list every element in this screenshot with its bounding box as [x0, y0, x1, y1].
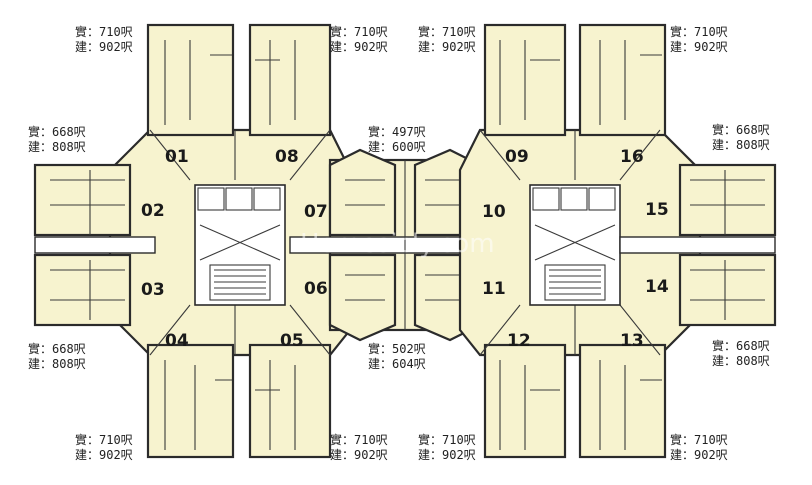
unit-number: 16 — [620, 147, 644, 167]
unit-number: 13 — [620, 331, 644, 351]
unit-06-body — [328, 253, 397, 342]
unit-number: 08 — [275, 147, 299, 167]
unit-03-arm — [33, 253, 132, 327]
gross-area: 建：902呎 — [330, 40, 388, 54]
net-area: 實：710呎 — [670, 432, 728, 447]
unit-13-arm — [578, 343, 667, 459]
corridor-right — [619, 236, 776, 254]
net-area: 實：668呎 — [712, 338, 770, 353]
net-area: 實：502呎 — [368, 341, 426, 356]
unit-number: 15 — [645, 200, 669, 220]
lift-core-right — [529, 184, 621, 306]
unit-04-arm — [146, 343, 235, 459]
lift-core-left — [194, 184, 286, 306]
area-labels: 實：710呎 建：902呎 實：710呎 建：902呎 實：710呎 建：902… — [28, 24, 770, 462]
unit-number: 07 — [304, 202, 328, 222]
unit-number: 03 — [141, 280, 165, 300]
gross-area: 建：808呎 — [712, 138, 770, 152]
net-area: 實：497呎 — [368, 124, 426, 139]
unit-number: 10 — [482, 202, 506, 222]
gross-area: 建：902呎 — [670, 448, 728, 462]
unit-number: 11 — [482, 279, 506, 299]
gross-area: 建：902呎 — [670, 40, 728, 54]
watermark-text: Homesicly.com — [300, 229, 495, 259]
right-wing — [458, 23, 777, 459]
gross-area: 建：808呎 — [28, 357, 86, 371]
gross-area: 建：902呎 — [418, 40, 476, 54]
gross-area: 建：600呎 — [368, 140, 426, 154]
net-area: 實：710呎 — [418, 432, 476, 447]
net-area: 實：668呎 — [712, 122, 770, 137]
unit-number: 06 — [304, 279, 328, 299]
unit-number: 05 — [280, 331, 304, 351]
left-wing — [33, 23, 352, 459]
unit-number: 04 — [165, 331, 189, 351]
gross-area: 建：902呎 — [418, 448, 476, 462]
gross-area: 建：808呎 — [712, 354, 770, 368]
unit-number: 12 — [507, 331, 531, 351]
net-area: 實：668呎 — [28, 124, 86, 139]
gross-area: 建：808呎 — [28, 140, 86, 154]
net-area: 實：710呎 — [418, 24, 476, 39]
unit-08-arm — [248, 23, 332, 137]
unit-number: 14 — [645, 277, 669, 297]
net-area: 實：710呎 — [670, 24, 728, 39]
gross-area: 建：902呎 — [75, 448, 133, 462]
corridor-left — [34, 236, 156, 254]
gross-area: 建：902呎 — [330, 448, 388, 462]
net-area: 實：710呎 — [330, 432, 388, 447]
unit-number: 02 — [141, 201, 165, 221]
unit-number: 01 — [165, 147, 189, 167]
net-area: 實：668呎 — [28, 341, 86, 356]
unit-number: 09 — [505, 147, 529, 167]
unit-05-arm — [248, 343, 332, 459]
net-area: 實：710呎 — [75, 24, 133, 39]
gross-area: 建：604呎 — [368, 357, 426, 371]
unit-07-body — [328, 148, 397, 237]
unit-14-arm — [678, 253, 777, 327]
net-area: 實：710呎 — [330, 24, 388, 39]
net-area: 實：710呎 — [75, 432, 133, 447]
unit-02-arm — [33, 163, 132, 237]
unit-16-arm — [578, 23, 667, 137]
unit-numbers: 01 02 03 04 05 06 07 08 09 10 11 12 13 1… — [141, 147, 669, 351]
unit-15-arm — [678, 163, 777, 237]
gross-area: 建：902呎 — [75, 40, 133, 54]
